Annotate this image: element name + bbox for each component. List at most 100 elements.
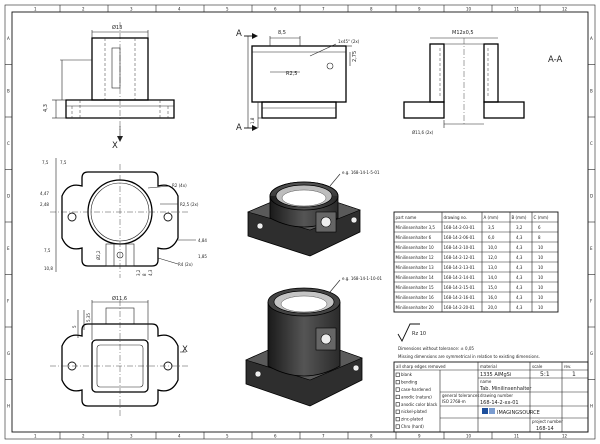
table-cell: 168-14-2-14-01 xyxy=(444,275,476,280)
dim-plan-left-6: 10,8 xyxy=(44,266,53,271)
dim-plan-r2: R2 (4x) xyxy=(172,183,187,188)
dim-side-chamfer: 1x45° (2x) xyxy=(338,39,360,44)
border-column-label: 2 xyxy=(82,7,85,12)
dim-section-bore: Ø11,6 (2x) xyxy=(412,130,434,135)
tb-tol-std: ISO 2768-m xyxy=(442,399,466,404)
dim-bottom-left-2: 5 xyxy=(72,325,77,328)
table-cell: Minilinsenhalter 16 xyxy=(396,295,435,300)
border-column-label: 5 xyxy=(226,7,229,12)
table-cell: 168-14-2-12-01 xyxy=(444,255,476,260)
border-row-label: G xyxy=(7,351,10,356)
tb-project-label: project number xyxy=(532,419,563,424)
border-row-label: H xyxy=(7,403,10,408)
table-cell: 4,3 xyxy=(516,255,523,260)
border-column-label: 1 xyxy=(34,434,37,439)
checkbox xyxy=(395,424,400,429)
table-cell: 13,0 xyxy=(488,265,497,270)
table-cell: 10 xyxy=(538,295,544,300)
table-cell: Minilinsenhalter 6 xyxy=(396,235,432,240)
dim-front-height: 4,3 xyxy=(43,104,49,112)
note-tolerance: Dimensions without tolerance: ± 0,05 xyxy=(398,346,474,351)
checkbox-label: zinc-plated xyxy=(401,417,424,422)
checkbox xyxy=(395,380,400,385)
checkbox-label: anodic (nature) xyxy=(401,394,432,399)
side-view xyxy=(244,33,352,131)
table-cell: 10 xyxy=(538,265,544,270)
table-header-cell: part name xyxy=(396,215,417,220)
table-cell: 8 xyxy=(538,235,541,240)
border-column-label: 8 xyxy=(370,434,373,439)
border-row-label: C xyxy=(590,141,593,146)
section-view-title: A-A xyxy=(548,55,563,65)
roughness-label: Rz 10 xyxy=(412,331,426,337)
dim-plan-left-3: 4,47 xyxy=(40,191,49,196)
dim-plan-left-4: 2,48 xyxy=(40,202,49,207)
border-column-label: 6 xyxy=(274,7,277,12)
border-column-label: 3 xyxy=(130,434,133,439)
variants-table xyxy=(393,211,559,313)
checkbox-label: Chro (hard) xyxy=(401,424,424,429)
border-row-label: D xyxy=(7,193,10,198)
table-header-cell: C (mm) xyxy=(534,215,549,220)
note-symmetric: Missing dimensions are symmetrical in re… xyxy=(398,354,540,359)
table-cell: Minilinsenhalter 13 xyxy=(396,265,435,270)
checkbox xyxy=(395,387,400,392)
table-cell: 10 xyxy=(538,305,544,310)
table-cell: 10 xyxy=(538,285,544,290)
border-column-label: 11 xyxy=(514,434,520,439)
section-marker-a-left: A xyxy=(236,29,242,39)
tb-drawing-label: drawing number xyxy=(480,393,513,398)
border-column-label: 8 xyxy=(370,7,373,12)
dim-plan-bottom-2: 3,2 xyxy=(136,269,141,276)
border-row-label: F xyxy=(7,298,10,303)
border-column-label: 12 xyxy=(562,434,568,439)
table-header-cell: B (mm) xyxy=(512,215,527,220)
checkbox xyxy=(395,409,400,414)
tb-edges: all sharp edges removed xyxy=(396,364,446,369)
dim-side-width: 8,5 xyxy=(278,30,286,36)
dim-plan-r4: R4 (2x) xyxy=(178,262,193,267)
table-header-cell: drawing no. xyxy=(444,215,468,220)
dim-front-bore: Ø13 xyxy=(112,24,122,31)
isometric-view-short xyxy=(247,173,361,257)
roughness-symbol xyxy=(397,323,420,342)
table-cell: 6,0 xyxy=(488,235,495,240)
border-row-label: F xyxy=(590,298,593,303)
table-cell: 15,0 xyxy=(488,285,497,290)
plan-view xyxy=(50,158,196,278)
border-row-label: C xyxy=(7,141,10,146)
border-column-label: 10 xyxy=(466,7,472,12)
dim-plan-left-1: 7,5 xyxy=(42,160,49,165)
table-cell: Minilinsenhalter 20 xyxy=(396,305,435,310)
checkbox xyxy=(395,417,400,422)
border-row-label: E xyxy=(590,246,593,251)
table-cell: 6 xyxy=(538,225,541,230)
checkbox-label: blank xyxy=(401,372,413,377)
border-row-label: A xyxy=(7,36,10,41)
dim-side-radius: R2,5 xyxy=(286,71,297,77)
logo-mark xyxy=(482,408,495,414)
dim-bottom-left-1: 5,35 xyxy=(86,313,91,322)
table-cell: 20,0 xyxy=(488,305,497,310)
view-x-bottom: X xyxy=(182,345,188,355)
tb-material-label: material xyxy=(480,364,497,369)
table-cell: 4,3 xyxy=(516,265,523,270)
tb-name: Tab. Minilinsenhalter xyxy=(479,386,532,392)
dim-side-bottom: 1,8 xyxy=(250,117,255,124)
callout-short: e.g. 168-14-1-5-01 xyxy=(342,170,380,175)
table-cell: 168-14-2-06-01 xyxy=(444,235,476,240)
table-cell: 168-14-2-16-01 xyxy=(444,295,476,300)
border-column-label: 10 xyxy=(466,434,472,439)
border-column-label: 1 xyxy=(34,7,37,12)
border-column-label: 9 xyxy=(418,434,421,439)
tb-general-tol: general tolerances xyxy=(442,393,479,398)
checkbox-label: case-hardened xyxy=(401,387,431,392)
border-row-label: B xyxy=(7,88,10,93)
tb-material: 1335 AlMgSi xyxy=(480,372,511,378)
border-row-label: B xyxy=(590,88,593,93)
